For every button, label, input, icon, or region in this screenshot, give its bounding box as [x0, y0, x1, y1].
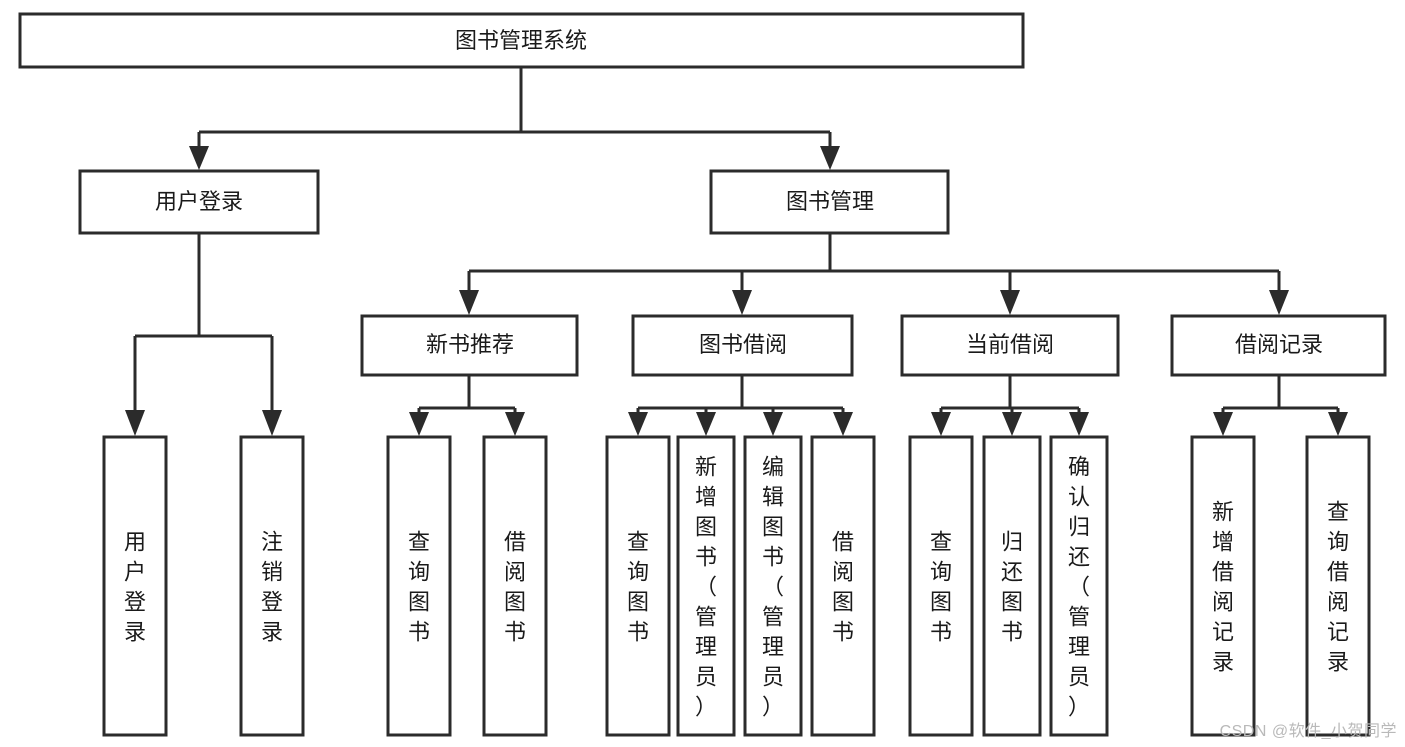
node-book-management-box[interactable]: [709, 169, 950, 235]
leaf-label-borrow-book-newbook: 借阅图书: [504, 529, 526, 644]
arrow-borrow-add: [696, 412, 716, 436]
node-root[interactable]: 图书管理系统: [18, 12, 1025, 69]
arrow-to-book-borrow: [732, 290, 752, 315]
node-book-borrow-box[interactable]: [631, 314, 854, 377]
leaf-label-query-borrow-record: 查询借阅记录: [1327, 499, 1349, 674]
arrow-to-leaf-user-login: [125, 410, 145, 436]
arrow-current-confirm: [1069, 412, 1089, 436]
leaf-box-query-book-newbook[interactable]: [386, 435, 452, 737]
arrow-to-user-login: [189, 146, 209, 170]
leaf-box-query-book-borrow[interactable]: [605, 435, 671, 737]
node-book-management[interactable]: 图书管理: [709, 169, 950, 235]
leaf-box-lend-book[interactable]: [810, 435, 876, 737]
arrow-to-book-mgmt: [820, 146, 840, 170]
node-borrow-record[interactable]: 借阅记录: [1170, 314, 1387, 377]
arrow-to-borrow-record: [1269, 290, 1289, 315]
leaf-box-borrow-book-newbook[interactable]: [482, 435, 548, 737]
node-book-borrow-label: 图书借阅: [699, 332, 787, 357]
arrow-current-return: [1002, 412, 1022, 436]
leaf-box-logout[interactable]: [239, 435, 305, 737]
connector-layer: [125, 67, 1348, 436]
leaf-label-layer: 用户登录 注销登录 查询图书 借阅图书 查询图书 新增图书（管理员） 编辑图书（…: [124, 454, 1349, 719]
node-new-book-recommend-label: 新书推荐: [426, 332, 514, 357]
leaf-label-return-book: 归还图书: [1001, 529, 1023, 644]
node-current-borrow-box[interactable]: [900, 314, 1120, 377]
node-current-borrow-label: 当前借阅: [966, 332, 1054, 357]
node-user-login-label: 用户登录: [155, 189, 243, 214]
node-book-management-label: 图书管理: [786, 189, 874, 214]
arrow-record-query: [1328, 412, 1348, 436]
leaf-box-edit-book-admin[interactable]: [743, 435, 803, 737]
leaf-label-user-login: 用户登录: [124, 529, 146, 644]
node-borrow-record-box[interactable]: [1170, 314, 1387, 377]
arrow-to-leaf-logout: [262, 410, 282, 436]
leaf-box-query-book-current[interactable]: [908, 435, 974, 737]
node-book-borrow[interactable]: 图书借阅: [631, 314, 854, 377]
node-current-borrow[interactable]: 当前借阅: [900, 314, 1120, 377]
csdn-watermark: CSDN @软件_小贺同学: [1219, 723, 1397, 740]
arrow-borrow-lend: [833, 412, 853, 436]
leaf-label-add-book-admin: 新增图书（管理员）: [695, 454, 717, 719]
node-user-login-box[interactable]: [78, 169, 320, 235]
leaf-box-add-borrow-record[interactable]: [1190, 435, 1256, 737]
leaf-label-add-borrow-record: 新增借阅记录: [1212, 499, 1234, 674]
arrow-to-newbook: [459, 290, 479, 315]
node-user-login[interactable]: 用户登录: [78, 169, 320, 235]
leaf-box-add-book-admin[interactable]: [676, 435, 736, 737]
arrow-borrow-query: [628, 412, 648, 436]
leaf-label-confirm-return-admin: 确认归还（管理员）: [1068, 454, 1090, 719]
leaf-box-layer: [102, 435, 1371, 737]
arrow-newbook-borrow: [505, 412, 525, 436]
leaf-box-user-login[interactable]: [102, 435, 168, 737]
arrow-borrow-edit: [763, 412, 783, 436]
leaf-label-edit-book-admin: 编辑图书（管理员）: [762, 454, 784, 719]
node-root-box[interactable]: [18, 12, 1025, 69]
arrow-newbook-query: [409, 412, 429, 436]
leaf-label-logout: 注销登录: [261, 529, 283, 644]
leaf-label-lend-book: 借阅图书: [832, 529, 854, 644]
leaf-label-query-book-current: 查询图书: [930, 529, 952, 644]
node-borrow-record-label: 借阅记录: [1235, 332, 1323, 357]
arrow-record-add: [1213, 412, 1233, 436]
node-new-book-recommend-box[interactable]: [360, 314, 579, 377]
arrow-to-current-borrow: [1000, 290, 1020, 315]
leaf-box-confirm-return-admin[interactable]: [1049, 435, 1109, 737]
leaf-label-query-book-newbook: 查询图书: [408, 529, 430, 644]
leaf-label-query-book-borrow: 查询图书: [627, 529, 649, 644]
node-new-book-recommend[interactable]: 新书推荐: [360, 314, 579, 377]
node-root-label: 图书管理系统: [455, 28, 587, 53]
arrow-current-query: [931, 412, 951, 436]
leaf-box-query-borrow-record[interactable]: [1305, 435, 1371, 737]
leaf-box-return-book[interactable]: [982, 435, 1042, 737]
